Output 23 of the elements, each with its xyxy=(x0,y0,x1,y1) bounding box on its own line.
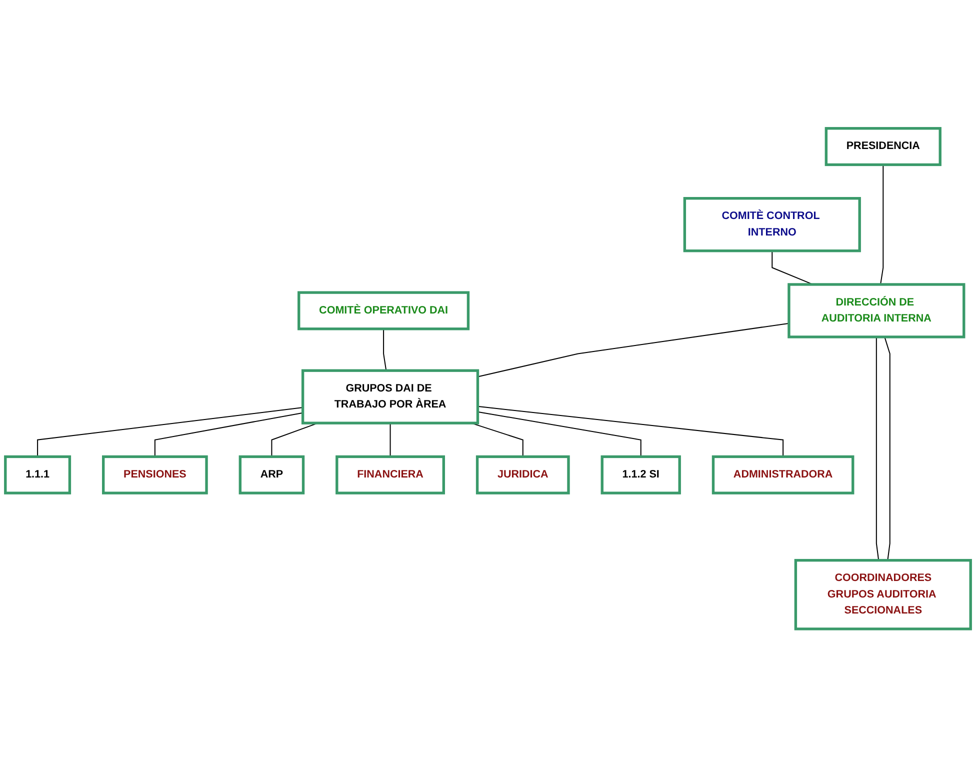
connector xyxy=(884,337,890,561)
connector xyxy=(478,406,784,458)
connector xyxy=(880,165,884,285)
connector xyxy=(478,412,642,458)
connector xyxy=(478,323,790,378)
node-box: DIRECCIÓN DE AUDITORIA INTERNA xyxy=(788,283,966,339)
node-box: ADMINISTRADORA xyxy=(712,456,854,495)
connector xyxy=(876,337,880,561)
connector xyxy=(390,423,391,458)
node-box: FINANCIERA xyxy=(336,456,445,495)
node-box: COMITÈ CONTROL INTERNO xyxy=(683,197,861,253)
node-box: 1.1.2 SI xyxy=(600,456,681,495)
connector xyxy=(154,412,303,458)
node-box: ARP xyxy=(238,456,305,495)
node-box: PENSIONES xyxy=(102,456,208,495)
node-box: PRESIDENCIA xyxy=(824,127,942,166)
node-box: JURIDICA xyxy=(476,456,570,495)
node-box: COORDINADORES GRUPOS AUDITORIA SECCIONALES xyxy=(794,559,972,631)
node-box: GRUPOS DAI DE TRABAJO POR ÀREA xyxy=(301,370,480,425)
node-box: 1.1.1 xyxy=(4,456,72,495)
connector xyxy=(37,407,303,458)
connector xyxy=(383,329,387,371)
node-box: COMITÈ OPERATIVO DAI xyxy=(298,292,470,331)
